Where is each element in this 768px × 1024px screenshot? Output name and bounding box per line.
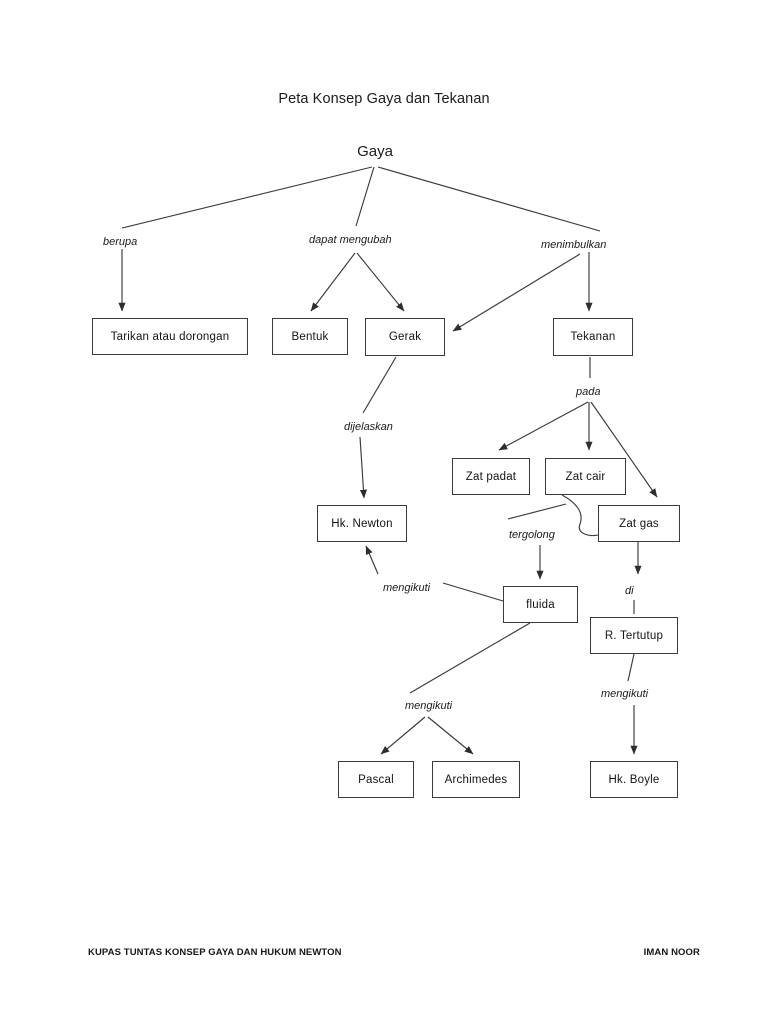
edge-label-mengikuti-pascal: mengikuti [405,700,453,712]
concept-node-r-tertutup[interactable]: R. Tertutup [590,617,678,654]
edge-label-berupa: berupa [103,236,138,248]
concept-node-gerak[interactable]: Gerak [365,318,445,356]
edge-label-tergolong: tergolong [509,529,555,541]
link-gaya-dapat-mengubah [355,166,375,227]
edge-label-menimbulkan: menimbulkan [541,239,607,251]
link-mengikuti-archimedes [427,716,474,755]
concept-node-tekanan[interactable]: Tekanan [553,318,633,356]
link-dapat-mengubah-bentuk [310,252,356,312]
link-brace-tergolong [561,494,599,537]
concept-node-hk-boyle[interactable]: Hk. Boyle [590,761,678,798]
page-title: Peta Konsep Gaya dan Tekanan [278,91,490,107]
edge-label-mengikuti-boyle: mengikuti [601,688,649,700]
concept-node-hk-newton[interactable]: Hk. Newton [317,505,407,542]
concept-node-fluida[interactable]: fluida [503,586,578,623]
concept-node-zat-padat[interactable]: Zat padat [452,458,530,495]
link-dijelaskan-hk-newton [359,436,368,499]
footer-left-text: KUPAS TUNTAS KONSEP GAYA DAN HUKUM NEWTO… [88,947,342,958]
edge-label-pada: pada [576,386,601,398]
link-fluida-mengikuti-bottom [409,622,531,694]
link-mengikuti-hk-newton [365,545,379,575]
footer-right-text: IMAN NOOR [643,947,700,958]
link-r-tertutup-mengikuti [627,653,635,682]
link-dapat-mengubah-gerak [356,252,405,312]
link-gerak-dijelaskan [362,356,397,414]
concept-node-gaya[interactable]: Gaya [357,143,393,160]
edge-label-mengikuti-newton: mengikuti [383,582,431,594]
edge-label-dapat-mengubah: dapat mengubah [309,234,392,246]
link-tergolong-tick [507,503,567,520]
link-fluida-mengikuti-newton [442,582,504,602]
concept-node-tarikan-atau-dorongan[interactable]: Tarikan atau dorongan [92,318,248,355]
concept-node-bentuk[interactable]: Bentuk [272,318,348,355]
concept-node-pascal[interactable]: Pascal [338,761,414,798]
link-gaya-berupa [121,166,373,229]
concept-node-zat-cair[interactable]: Zat cair [545,458,626,495]
concept-node-archimedes[interactable]: Archimedes [432,761,520,798]
link-mengikuti-pascal [380,716,426,755]
concept-node-zat-gas[interactable]: Zat gas [598,505,680,542]
edge-label-di: di [625,585,634,597]
link-gaya-menimbulkan [377,166,601,232]
link-pada-zat-padat [498,401,589,451]
edge-label-dijelaskan: dijelaskan [344,421,393,433]
